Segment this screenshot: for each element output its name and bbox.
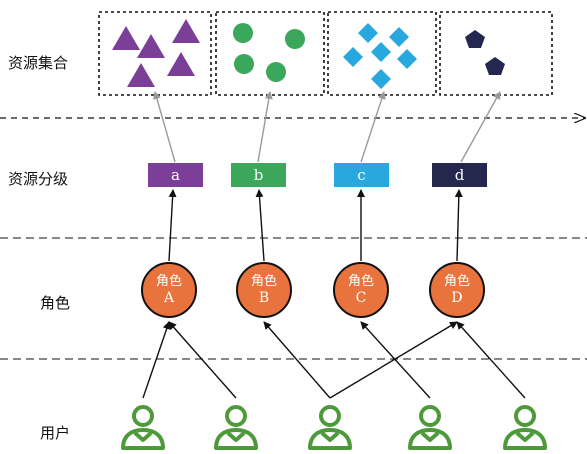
arrow-user3-to-role-d xyxy=(329,321,458,399)
user-to-role-arrows xyxy=(142,321,526,399)
diamond-shape xyxy=(343,47,363,67)
arrow-user2-to-role-a xyxy=(168,321,237,399)
arrow-role-a-to-tier xyxy=(168,189,177,262)
arrow-c-to-set xyxy=(360,91,386,163)
circle-shape xyxy=(285,29,305,49)
triangle-shapes xyxy=(112,19,200,87)
diamond-shape xyxy=(397,49,417,69)
circle-shape xyxy=(233,23,253,43)
arrow-user1-to-role-a xyxy=(142,321,171,399)
arrow-user3-to-role-b xyxy=(263,321,331,399)
pentagon-shape xyxy=(465,30,485,48)
role-name: 角色 xyxy=(250,274,277,289)
diamond-shapes xyxy=(343,23,417,89)
resource-set-box-b xyxy=(215,11,325,96)
role-node-d: 角色 D xyxy=(429,262,485,318)
row-label-tiers: 资源分级 xyxy=(8,170,69,188)
arrow-role-d-to-tier xyxy=(454,189,463,262)
circle-shapes xyxy=(233,23,305,82)
tier-box-b: b xyxy=(231,163,286,187)
diamond-shape xyxy=(371,69,391,89)
triangle-shape xyxy=(172,19,200,43)
arrow-d-to-set xyxy=(460,91,501,163)
tier-box-d: d xyxy=(432,163,487,187)
role-letter: A xyxy=(163,290,175,306)
diamond-shape xyxy=(371,42,391,62)
arrow-user4-to-role-c xyxy=(360,321,431,399)
role-name: 角色 xyxy=(443,274,470,289)
circle-shape xyxy=(266,62,286,82)
tier-box-a: a xyxy=(148,163,203,187)
triangle-shape xyxy=(112,26,140,50)
role-letter: B xyxy=(258,290,270,306)
tier-to-resource-arrows xyxy=(153,91,501,163)
role-name: 角色 xyxy=(347,274,374,289)
diamond-shape xyxy=(358,23,378,43)
row-label-roles: 角色 xyxy=(40,294,71,312)
user-icon xyxy=(121,405,165,450)
user-icon xyxy=(408,405,452,450)
arrow-a-to-set xyxy=(153,91,176,163)
triangle-shape xyxy=(127,63,155,87)
row-label-users: 用户 xyxy=(40,424,71,442)
user-icon xyxy=(214,405,258,450)
triangle-shape xyxy=(167,52,195,76)
pentagon-shapes xyxy=(465,30,505,75)
resource-set-box-a xyxy=(98,11,212,96)
row-label-resources: 资源集合 xyxy=(8,54,69,72)
role-node-c: 角色 C xyxy=(333,262,389,318)
role-letter: C xyxy=(355,290,367,306)
resource-set-box-d xyxy=(439,11,553,96)
diamond-shape xyxy=(389,27,409,47)
triangle-shape xyxy=(137,34,165,58)
arrow-role-b-to-tier xyxy=(255,189,265,262)
user-icon xyxy=(308,405,352,450)
role-name: 角色 xyxy=(155,274,182,289)
arrow-b-to-set xyxy=(257,91,273,163)
role-letter: D xyxy=(451,290,463,306)
user-icon xyxy=(503,405,547,450)
pentagon-shape xyxy=(485,57,505,75)
resource-set-box-c xyxy=(327,11,437,96)
arrow-user5-to-role-d xyxy=(456,321,526,399)
role-to-tier-arrows xyxy=(168,189,463,262)
role-node-a: 角色 A xyxy=(141,262,197,318)
circle-shape xyxy=(234,54,254,74)
tier-box-c: c xyxy=(334,163,389,187)
role-node-b: 角色 B xyxy=(236,262,292,318)
